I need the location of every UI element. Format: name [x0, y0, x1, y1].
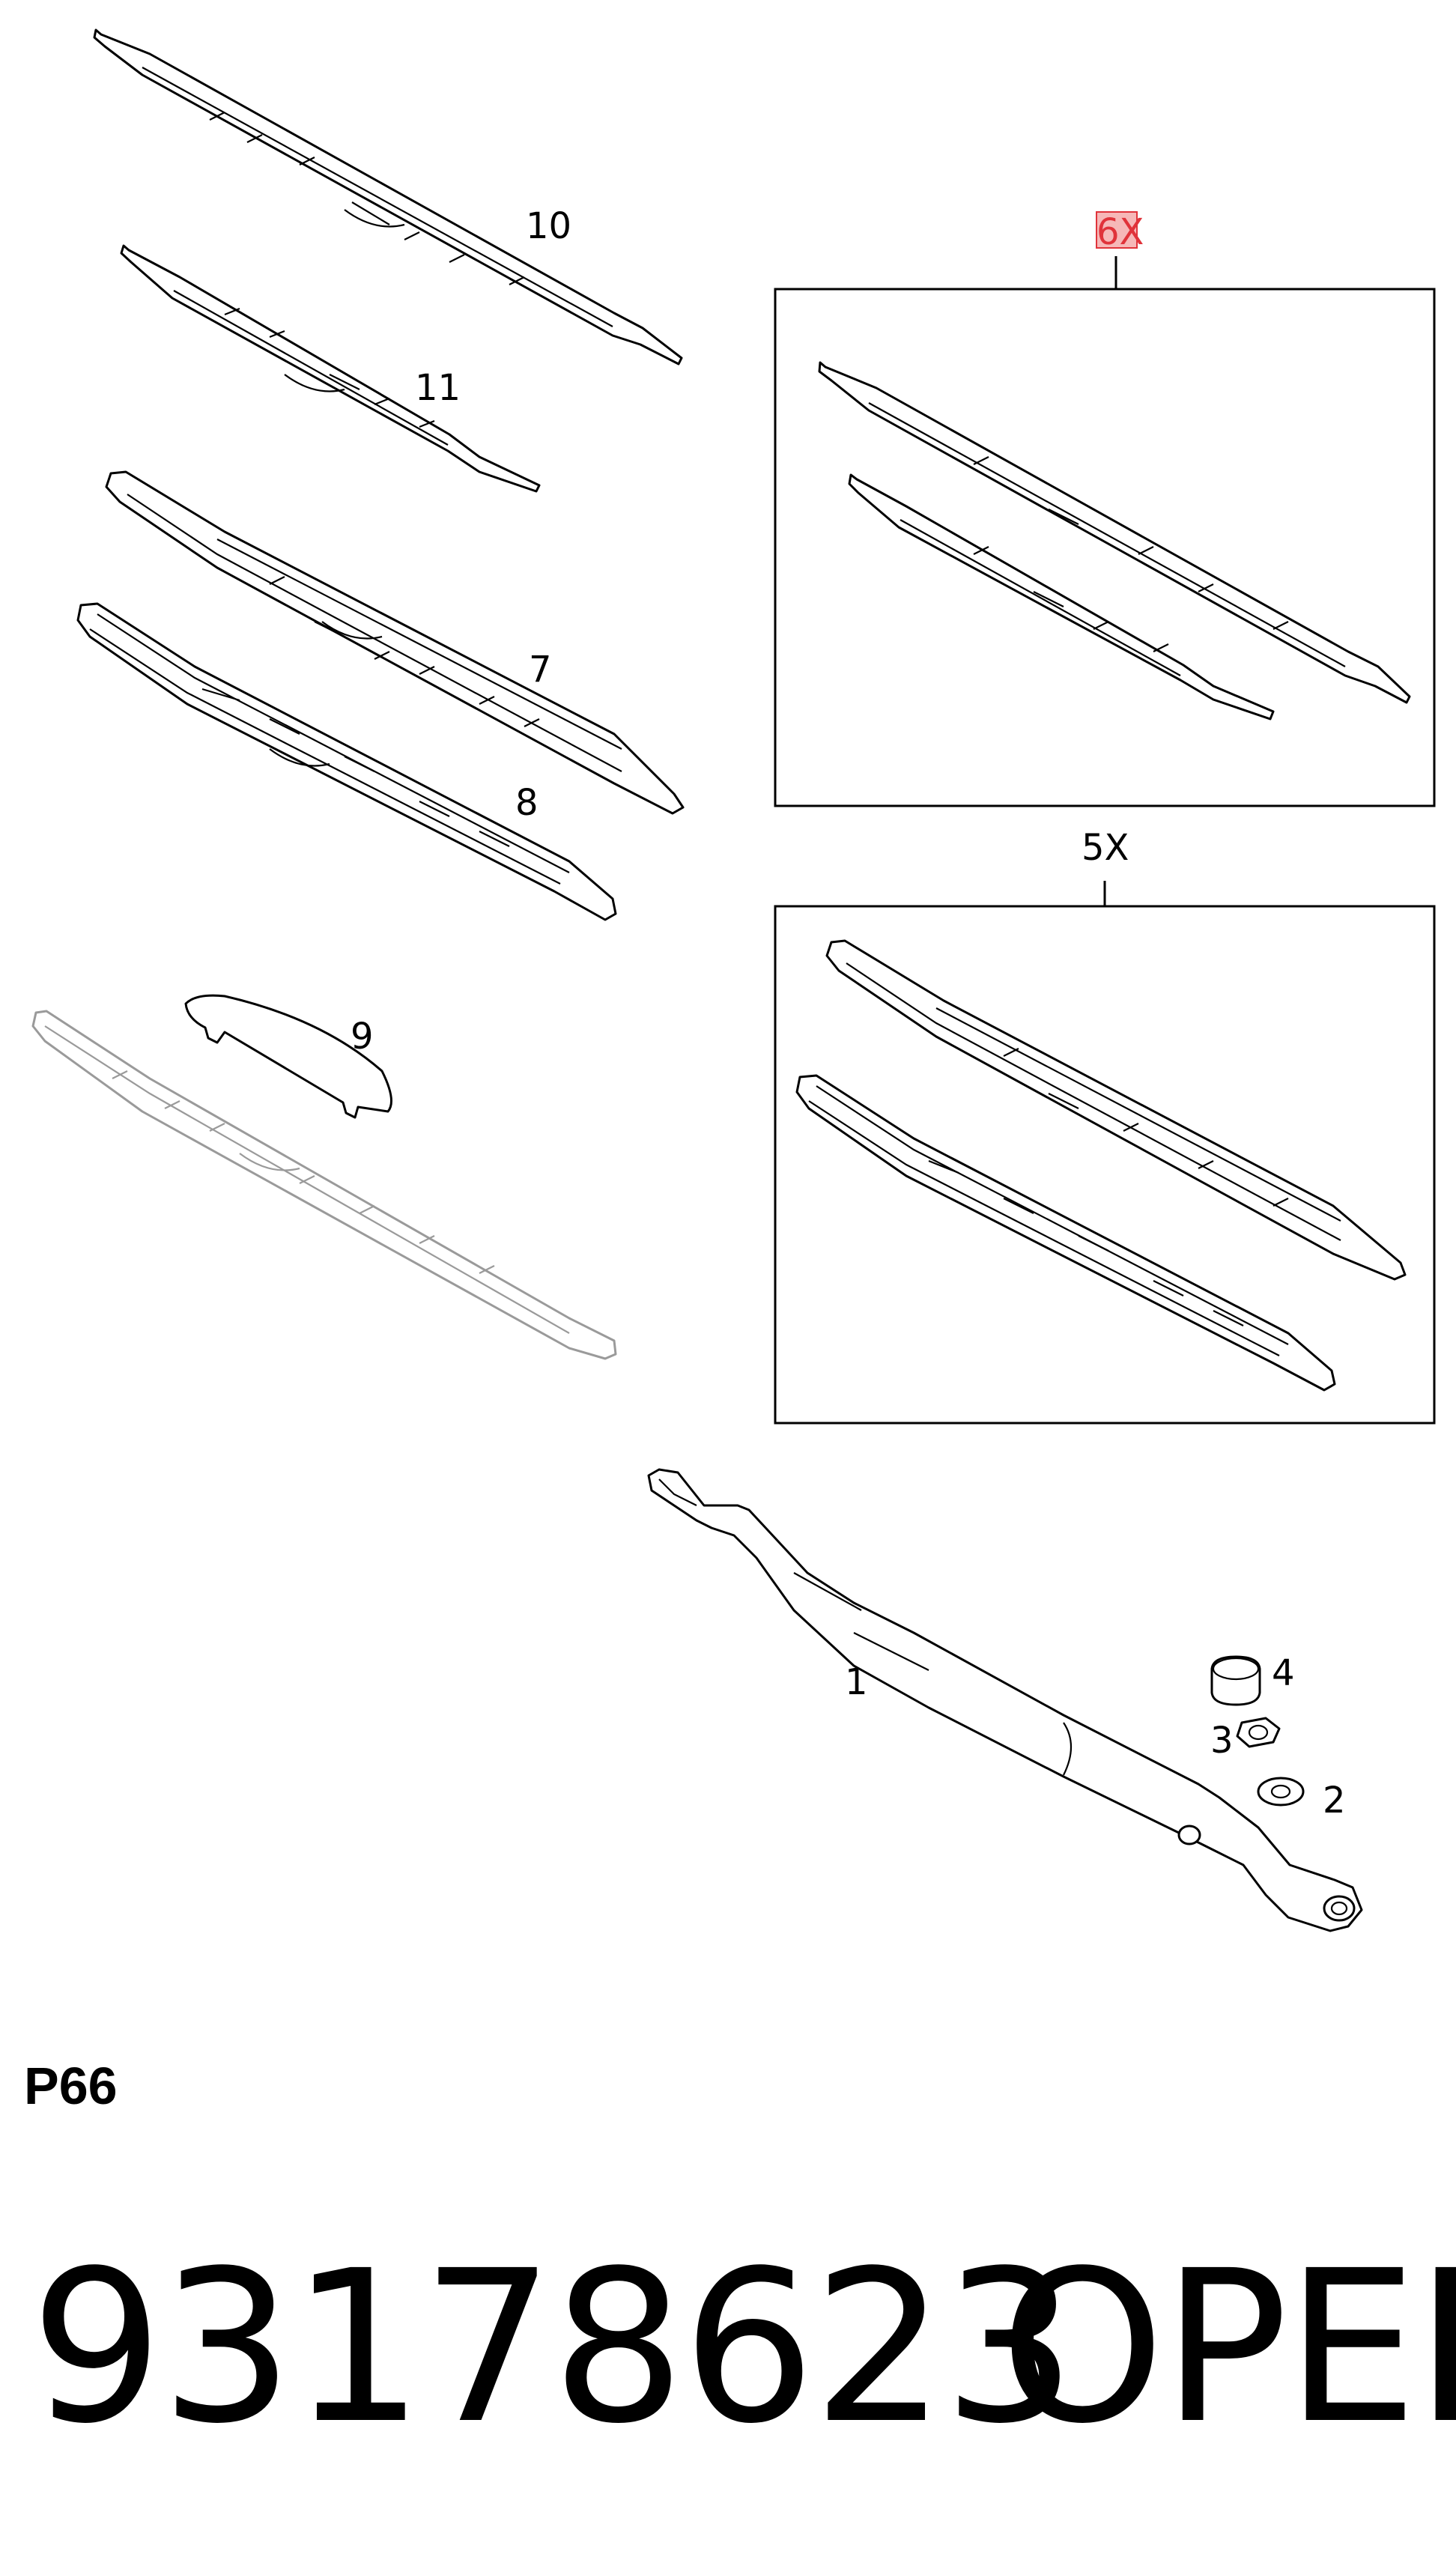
page-code: P66 [24, 2057, 118, 2115]
cap-part-4 [1210, 1655, 1261, 1706]
wiper-blade-8 [76, 602, 617, 921]
callout-10: 10 [526, 205, 571, 247]
kit-box-5x [774, 881, 1436, 1425]
wiper-blade-10 [93, 28, 683, 366]
callout-9: 9 [351, 1016, 374, 1058]
wiper-blade-11 [120, 244, 541, 493]
callout-4: 4 [1272, 1652, 1295, 1694]
callout-5x: 5X [1082, 827, 1129, 869]
highlight-6x [1096, 211, 1138, 249]
spoiler-part-9 [184, 994, 392, 1119]
wiper-blade-faded [31, 1010, 617, 1360]
callout-2: 2 [1323, 1780, 1346, 1822]
washer-part-2 [1257, 1777, 1305, 1807]
callout-7: 7 [529, 649, 552, 691]
callout-6x: 6X [1096, 211, 1144, 253]
nut-part-3 [1236, 1717, 1281, 1748]
callout-11: 11 [415, 367, 461, 409]
callout-3: 3 [1210, 1720, 1234, 1762]
callout-1: 1 [845, 1661, 868, 1703]
kit-box-6x [774, 211, 1436, 807]
wiper-arm-1 [647, 1468, 1363, 1932]
brand-name: OPEL [1000, 2226, 1456, 2470]
part-number: 93178623 [30, 2226, 1076, 2470]
wiper-blade-7 [105, 470, 685, 815]
callout-8: 8 [515, 782, 539, 824]
